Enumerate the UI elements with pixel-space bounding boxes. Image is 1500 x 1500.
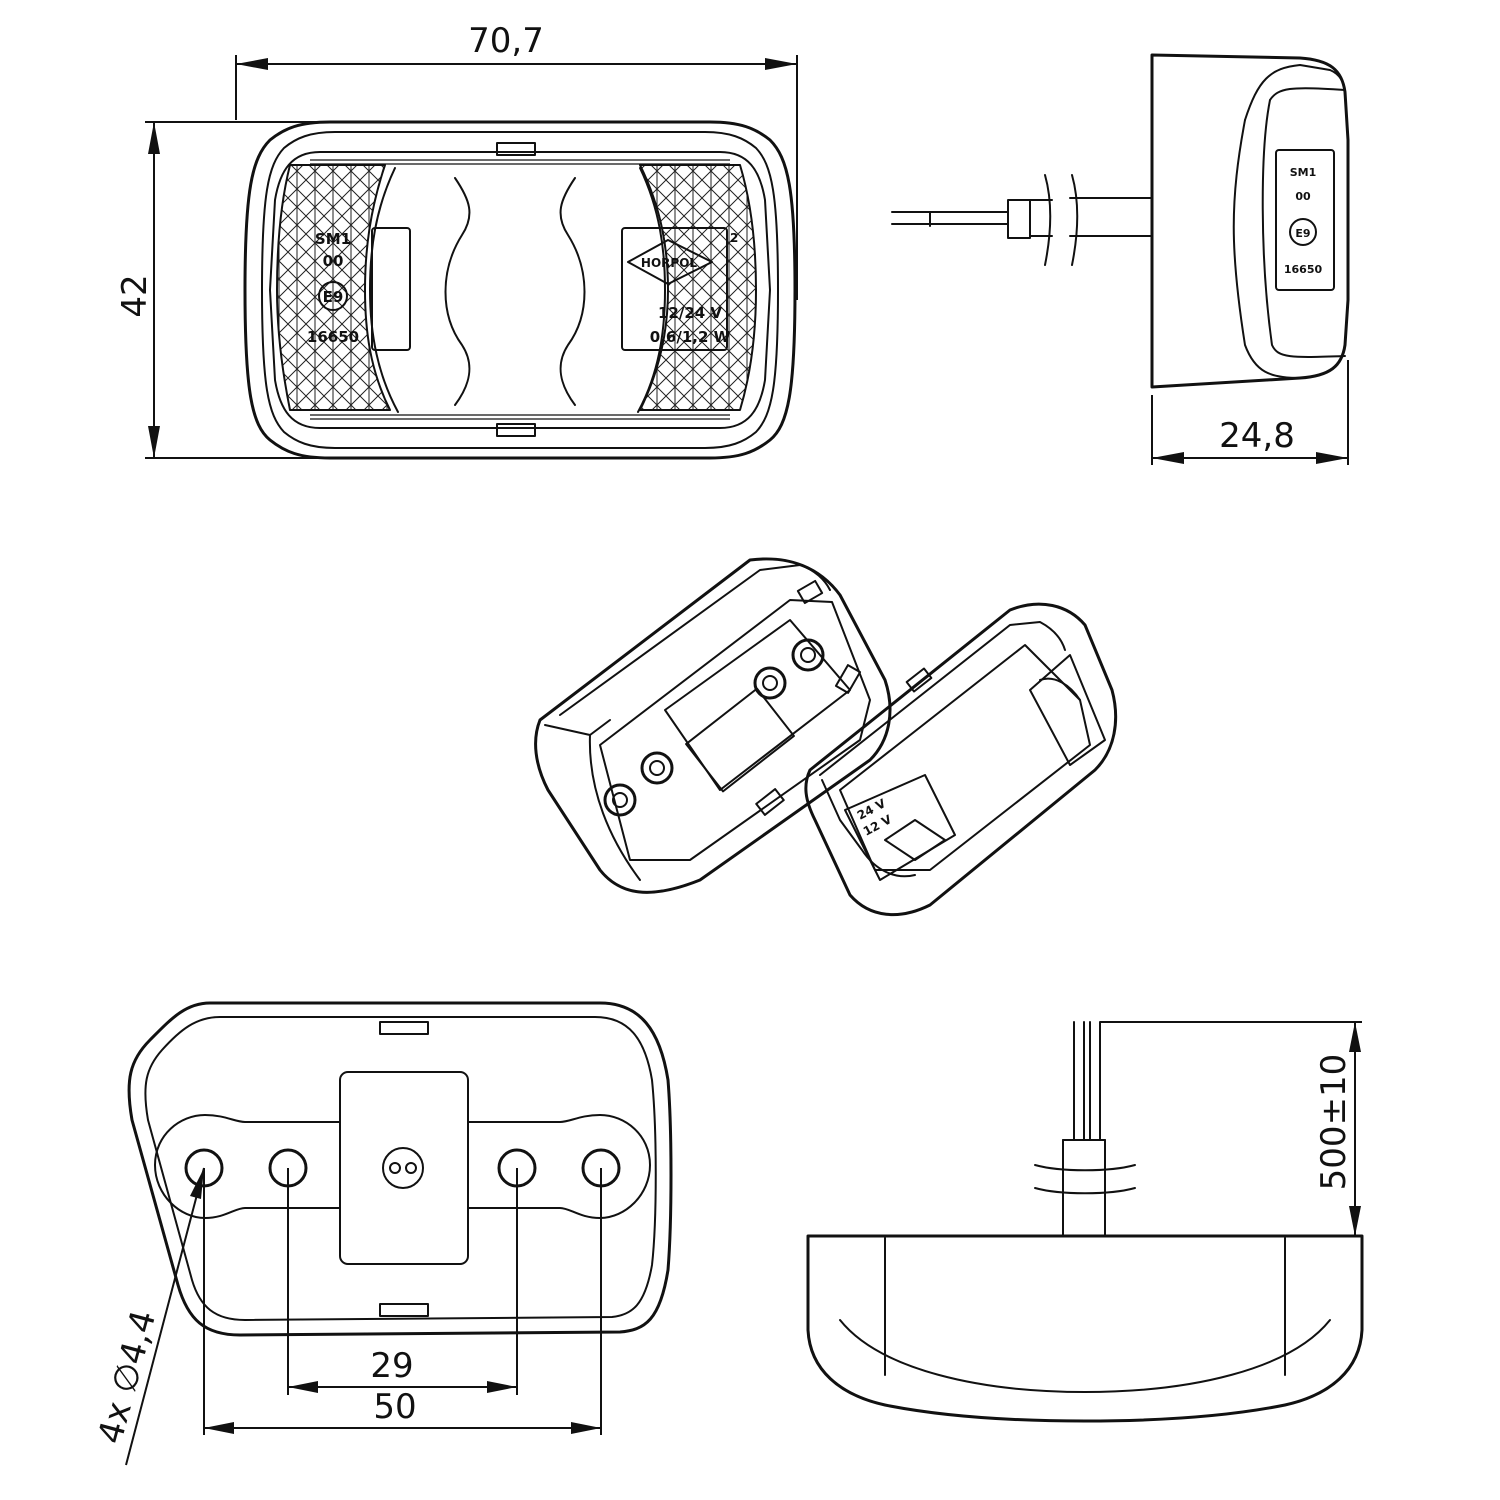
front-housing-inner [261, 131, 779, 449]
front-top-tab [496, 142, 536, 156]
iso-hole-1 [603, 783, 637, 817]
side-mark-2: 00 [1295, 190, 1311, 203]
right-label-window [621, 227, 728, 351]
mounting-bar [154, 1114, 341, 1219]
front-housing-outer [243, 120, 797, 460]
side-mark-4: 16650 [1284, 263, 1323, 276]
bottom-top-tab [379, 1021, 429, 1035]
lamp-profile [806, 1234, 1364, 1423]
bottom-view: 29 50 4x ∅4,4 [90, 1001, 673, 1466]
center-reflector-left [369, 167, 399, 413]
lens-right-voltage: 12/24 V [658, 304, 722, 322]
connector-plate [339, 1071, 469, 1265]
holes-label: 4x ∅4,4 [90, 1306, 164, 1448]
side-cable-sleeve [1007, 199, 1031, 239]
side-mark-3: E9 [1295, 227, 1310, 240]
brand-diamond [627, 239, 713, 285]
front-lens-frame [269, 151, 771, 429]
depth-label: 24,8 [1219, 416, 1295, 456]
lens-left-mark-2: 00 [323, 252, 344, 270]
lens-right-mark: 2 [730, 231, 738, 245]
lens-left-mark-4: 16650 [307, 328, 359, 346]
side-e-mark-circle [1289, 218, 1317, 246]
e-mark-circle [318, 281, 348, 311]
hole-spacing-outer-label: 50 [373, 1387, 416, 1427]
iso-hole-3 [753, 666, 787, 700]
isometric-base [534, 557, 892, 894]
side-label-window [1275, 149, 1335, 291]
width-label: 70,7 [468, 21, 544, 61]
lens-right-brand: HORPOL [641, 256, 697, 270]
front-bottom-tab [496, 423, 536, 437]
lens-left-mark-3: E9 [323, 288, 344, 306]
lens-left-mark-1: SM1 [315, 230, 351, 248]
cable-view: 500±10 [806, 1021, 1364, 1423]
height-label: 42 [115, 274, 155, 317]
side-view: SM1 00 E9 16650 24,8 [891, 53, 1350, 465]
holes-leader [125, 1167, 205, 1466]
cable-length-label: 500±10 [1314, 1054, 1354, 1191]
connector-socket [382, 1147, 424, 1189]
center-wing-right [559, 177, 586, 406]
front-view: SM1 00 E9 16650 HORPOL 2 12/24 V 0,6/1,2… [115, 21, 798, 460]
left-label-window [371, 227, 411, 351]
bottom-housing-outer [127, 1001, 673, 1337]
isometric-lamp: 24 V 12 V [804, 602, 1118, 917]
lens-left-hatch [277, 165, 390, 410]
bottom-bottom-tab [379, 1303, 429, 1317]
bottom-housing-inner [144, 1016, 657, 1321]
side-housing [1150, 53, 1350, 389]
side-mark-1: SM1 [1290, 166, 1317, 179]
center-reflector-right [637, 167, 666, 413]
iso-hole-2 [640, 751, 674, 785]
iso-hole-4 [791, 638, 825, 672]
hole-spacing-inner-label: 29 [370, 1346, 413, 1386]
lens-right-power: 0,6/1,2 W [650, 328, 731, 346]
lens-right-hatch [640, 165, 756, 410]
center-wing-left [444, 177, 471, 406]
